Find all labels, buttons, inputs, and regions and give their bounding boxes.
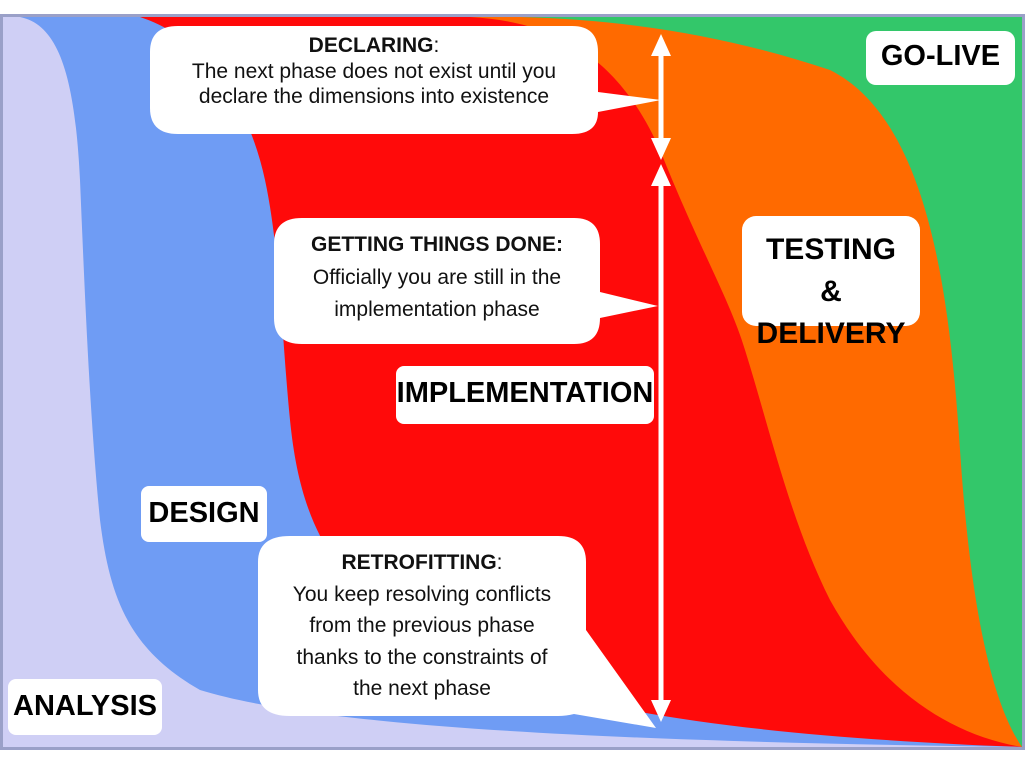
analysis-label: ANALYSIS bbox=[13, 690, 157, 722]
implementation-label: IMPLEMENTATION bbox=[396, 377, 654, 409]
design-label-box bbox=[141, 486, 267, 542]
retrofitting-line-4: the next phase bbox=[353, 677, 491, 700]
declaring-arrow bbox=[651, 34, 671, 160]
retrofitting-line-3: thanks to the constraints of bbox=[296, 645, 548, 669]
analysis-region bbox=[3, 17, 1022, 747]
design-label: DESIGN bbox=[148, 497, 260, 529]
retrofitting-line-2: from the previous phase bbox=[309, 614, 535, 637]
retrofitting-title: RETROFITTING bbox=[341, 551, 497, 574]
retrofitting-title-line: RETROFITTING: bbox=[258, 547, 586, 579]
getting-things-done-line-1: Officially you are still in the bbox=[312, 265, 562, 289]
declaring-callout-text: DECLARING: The next phase does not exist… bbox=[150, 33, 598, 110]
declaring-title: DECLARING bbox=[308, 34, 434, 57]
implementation-arrow bbox=[651, 164, 671, 722]
testing-label-line-1: TESTING bbox=[765, 233, 896, 266]
golive-label-box bbox=[866, 31, 1015, 85]
golive-label: GO-LIVE bbox=[880, 40, 1001, 72]
declaring-title-line: DECLARING: bbox=[150, 33, 598, 59]
testing-delivery-label: TESTING & DELIVERY bbox=[742, 229, 920, 355]
testing-label-line-2: & DELIVERY bbox=[756, 275, 906, 350]
declaring-line-1: The next phase does not exist until you bbox=[191, 59, 557, 83]
getting-things-done-line-2: implementation phase bbox=[334, 298, 540, 322]
getting-things-done-title: GETTING THINGS DONE: bbox=[311, 233, 563, 256]
getting-things-done-bubble bbox=[274, 218, 658, 344]
implementation-label-box bbox=[396, 366, 654, 424]
declaring-bubble bbox=[150, 26, 661, 134]
declaring-title-suffix: : bbox=[433, 34, 440, 57]
retrofitting-title-suffix: : bbox=[496, 551, 503, 574]
design-region bbox=[3, 17, 1022, 747]
testing-label-box bbox=[742, 216, 920, 326]
analysis-label-box bbox=[8, 679, 162, 735]
retrofitting-line-1: You keep resolving conflicts bbox=[292, 582, 552, 606]
retrofitting-bubble bbox=[258, 536, 656, 728]
getting-things-done-callout-text: GETTING THINGS DONE: Officially you are … bbox=[274, 229, 600, 327]
retrofitting-callout-text: RETROFITTING: You keep resolving conflic… bbox=[258, 547, 586, 705]
declaring-line-2: declare the dimensions into existence bbox=[198, 85, 550, 109]
